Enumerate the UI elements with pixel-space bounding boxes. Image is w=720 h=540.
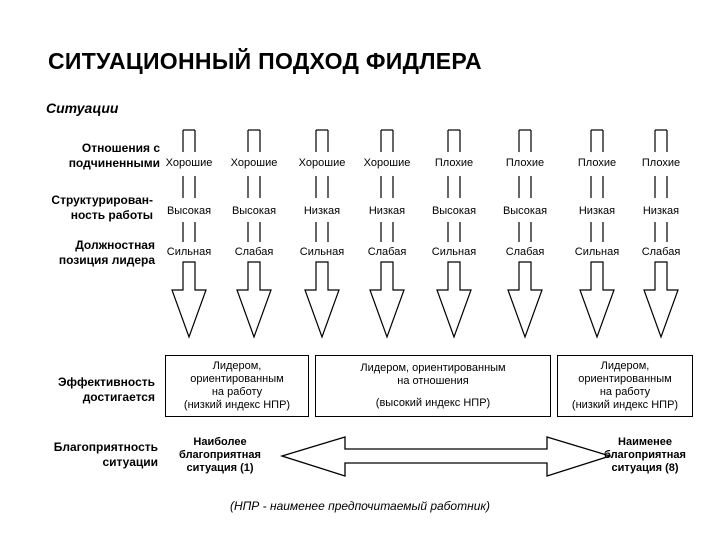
favorability-most-line3: ситуация (1) [186,462,254,474]
arrow-head-2 [236,261,272,339]
box-left-line4: (низкий индекс НПР) [183,399,291,411]
row-label-relations: Отношения с подчиненными [20,141,160,171]
arrow-head-5 [436,261,472,339]
situations-label: Ситуации [46,100,119,116]
effectiveness-box-task-right: Лидером, ориентированным на работу (низк… [557,355,693,417]
cell-position-7: Сильная [574,246,620,258]
box-left-line2: ориентированным [190,373,284,385]
row-label-position-line1: Должностная [75,238,155,252]
row-label-structure-line2: ность работы [70,208,153,222]
cell-relations-4: Хорошие [363,157,411,169]
arrow-head-6 [507,261,543,339]
cell-position-8: Слабая [641,246,681,258]
cell-structure-3: Низкая [303,205,341,217]
row-label-position-line2: позиция лидера [58,253,155,267]
cell-structure-6: Высокая [502,205,548,217]
cell-position-1: Сильная [166,246,212,258]
row-label-structure: Структурирован- ность работы [20,193,153,223]
row-label-position: Должностная позиция лидера [20,238,155,268]
cell-relations-6: Плохие [505,157,545,169]
row-label-favorability: Благоприятность ситуации [20,440,158,470]
cell-structure-7: Низкая [578,205,616,217]
row-label-structure-line1: Структурирован- [51,193,153,207]
box-left-line1: Лидером, [212,360,262,372]
cell-position-5: Сильная [431,246,477,258]
cell-position-3: Сильная [299,246,345,258]
row-label-effectiveness: Эффективность достигается [20,375,155,405]
favorability-most: Наиболее благоприятная ситуация (1) [160,436,280,475]
arrow-head-1 [171,261,207,339]
favorability-least: Наименее благоприятная ситуация (8) [590,436,700,475]
cell-relations-1: Хорошие [165,157,213,169]
box-right-line4: (низкий индекс НПР) [571,399,679,411]
cell-relations-8: Плохие [641,157,681,169]
row-label-relations-line1: Отношения с [81,141,160,155]
cell-position-2: Слабая [234,246,274,258]
box-left-line3: на работу [211,386,263,398]
row-label-effectiveness-line1: Эффективность [57,375,155,389]
cell-position-6: Слабая [505,246,545,258]
cell-structure-8: Низкая [642,205,680,217]
box-middle-line3: (высокий индекс НПР) [375,397,491,409]
favorability-least-line2: благоприятная [604,449,686,461]
row-label-effectiveness-line2: достигается [82,390,155,404]
favorability-most-line2: благоприятная [179,449,261,461]
box-right-line2: ориентированным [578,373,672,385]
effectiveness-box-relations-middle: Лидером, ориентированным на отношения (в… [315,355,551,417]
page-title: СИТУАЦИОННЫЙ ПОДХОД ФИДЛЕРА [48,48,482,74]
arrow-head-7 [579,261,615,339]
cell-structure-2: Высокая [231,205,277,217]
footnote: (НПР - наименее предпочитаемый работник) [229,499,491,513]
cell-structure-1: Высокая [166,205,212,217]
cell-structure-5: Высокая [431,205,477,217]
favorability-most-line1: Наиболее [193,436,247,448]
box-middle-line1: Лидером, ориентированным [360,362,506,374]
cell-relations-3: Хорошие [298,157,346,169]
arrow-head-4 [369,261,405,339]
row-label-favorability-line1: Благоприятность [53,440,158,454]
cell-relations-7: Плохие [577,157,617,169]
favorability-least-line3: ситуация (8) [611,462,679,474]
box-middle-line2: на отношения [397,375,469,387]
favorability-double-arrow [279,436,613,477]
favorability-least-line1: Наименее [618,436,672,448]
arrow-head-8 [643,261,679,339]
cell-position-4: Слабая [367,246,407,258]
row-label-relations-line2: подчиненными [68,156,160,170]
cell-structure-4: Низкая [368,205,406,217]
effectiveness-box-task-left: Лидером, ориентированным на работу (низк… [165,355,309,417]
arrow-head-3 [304,261,340,339]
row-label-favorability-line2: ситуации [102,455,158,469]
box-right-line3: на работу [599,386,651,398]
cell-relations-5: Плохие [434,157,474,169]
box-right-line1: Лидером, [600,360,650,372]
cell-relations-2: Хорошие [230,157,278,169]
